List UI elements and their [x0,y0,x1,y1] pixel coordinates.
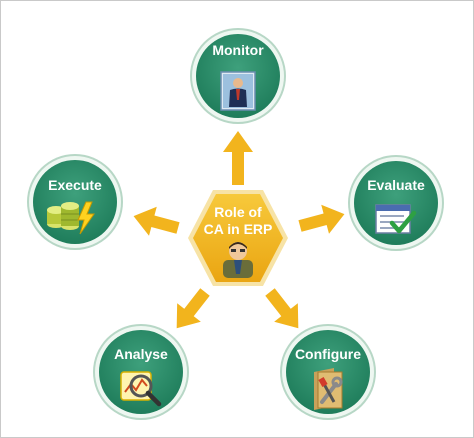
node-analyse-label: Analyse [114,346,168,362]
folder-tools-icon [314,368,343,410]
center-hexagon: Role of CA in ERP [188,190,288,286]
node-execute: Execute [27,154,123,250]
node-analyse: Analyse [93,324,189,420]
arrows [133,131,345,329]
node-monitor: Monitor [190,28,286,124]
magnifier-chart-icon [120,371,162,407]
node-configure: Configure [280,324,376,420]
node-execute-label: Execute [48,177,102,193]
node-evaluate-label: Evaluate [367,177,425,193]
businessman-monitor-icon [220,71,256,111]
arrow-to-execute [133,206,180,236]
arrow-to-monitor [223,131,253,185]
center-title-line2: CA in ERP [204,221,273,237]
node-monitor-label: Monitor [212,42,264,58]
checklist-icon [375,204,417,234]
person-icon [223,242,253,278]
database-lightning-icon [47,201,95,235]
arrow-to-evaluate [298,204,345,234]
node-configure-label: Configure [295,346,361,362]
arrow-to-configure [265,288,299,329]
node-evaluate: Evaluate [348,155,444,251]
center-title-line1: Role of [214,204,262,220]
arrow-to-analyse [176,288,210,329]
